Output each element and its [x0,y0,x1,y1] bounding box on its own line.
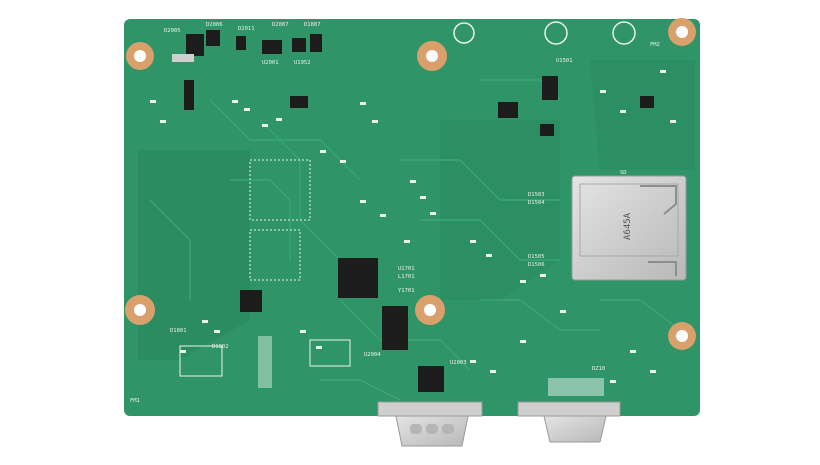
ring-hole [544,21,568,45]
label-l1701: L1701 [398,274,415,280]
label-y1701: Y1701 [398,288,415,294]
label-d1801: D1801 [170,328,187,334]
label-u1501: U1501 [556,58,573,64]
label-d1802: D1802 [212,344,229,350]
sd-slot-label: A645A [623,212,633,240]
label-d1503: D1503 [528,192,545,198]
sd-card-slot: A645A [571,175,687,281]
label-u2001: U2001 [262,60,279,66]
label-u2004: U2004 [364,352,381,358]
mounting-hole-top-center [417,41,447,71]
copper-pour [590,60,695,170]
mounting-hole-top-right [668,18,696,46]
soc-area [184,76,654,392]
label-d1506: D1506 [528,262,545,268]
label-sd: SD [620,170,627,176]
label-d2005: D2005 [164,28,181,34]
d-sub-serial-right [517,401,621,443]
pin-headers [179,336,604,396]
copper-pour [440,120,560,300]
label-d1504: D1504 [528,200,545,206]
label-u1952: U1952 [294,60,311,66]
label-d2006: D2006 [206,22,223,28]
pcb-board [124,19,700,416]
label-fm2: FM2 [650,42,660,48]
label-fm1: FM1 [130,398,140,404]
mounting-hole-top-left [126,42,154,70]
mounting-hole-right [668,322,696,350]
d-sub-serial-left [377,401,483,447]
top-diodes [172,30,322,62]
label-u1701: U1701 [398,266,415,272]
mounting-hole-center [415,295,445,325]
ring-hole [612,21,636,45]
label-d2007: D2007 [272,22,289,28]
smd-components [150,70,676,383]
label-d2011: D2011 [238,26,255,32]
label-u2003: U2003 [450,360,467,366]
label-d1505: D1505 [528,254,545,260]
label-d1807: D1807 [304,22,321,28]
mounting-holes [125,18,696,350]
mounting-hole-middle-left [125,295,155,325]
label-dz10: DZ10 [592,366,605,372]
copper-pour [138,150,250,360]
silkscreen-labels: D2005 D2006 D2011 D2007 D1807 U2001 U195… [130,22,660,404]
ring-hole [453,22,475,44]
